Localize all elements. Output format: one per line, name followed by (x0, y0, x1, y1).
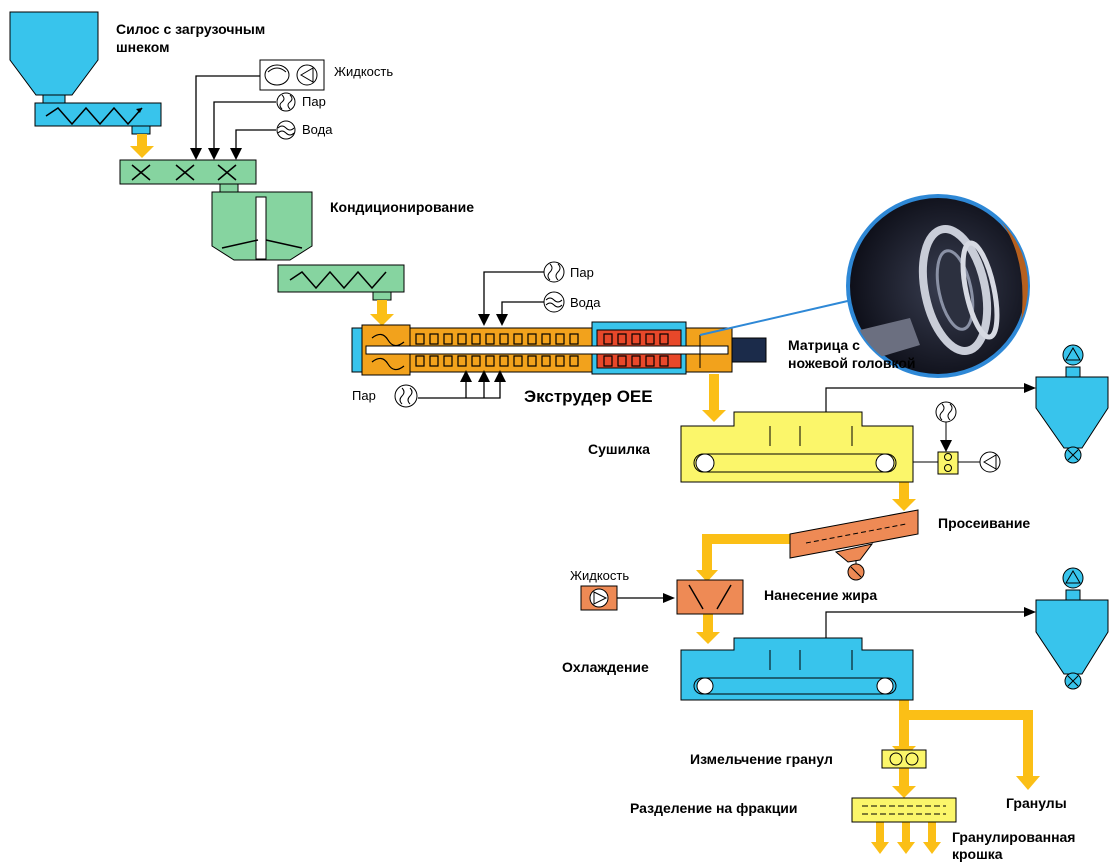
cyclone-top (1036, 345, 1108, 463)
water-top-label: Вода (302, 122, 333, 137)
pump-icon (297, 65, 317, 85)
cooler (681, 607, 1036, 700)
steam-top-label: Пар (302, 94, 326, 109)
liquid-top-label: Жидкость (334, 64, 393, 79)
steam-left-label: Пар (352, 388, 376, 403)
sifter (790, 510, 918, 580)
water-icon-top (277, 121, 295, 139)
steam-icon-left (395, 385, 417, 407)
fractionation-label: Разделение на фракции (630, 800, 798, 816)
mixer (120, 160, 256, 192)
steam-icon-extruder (544, 262, 564, 282)
heater-exchanger (938, 452, 958, 474)
die-label-line2: ножевой головкой (788, 355, 916, 371)
die-label-line1: Матрица с (788, 337, 860, 353)
water-extruder-label: Вода (570, 295, 601, 310)
fat-coating-label: Нанесение жира (764, 587, 877, 603)
fan-icon-dryer (980, 452, 1000, 472)
steam-icon-dryer (936, 402, 956, 422)
crumble-label-line1: Гранулированная (952, 829, 1075, 845)
steam-icon-top (277, 93, 295, 111)
crumble-label-line2: крошка (952, 846, 1003, 862)
extruder (352, 322, 766, 375)
grinding-label: Измельчение гранул (690, 751, 833, 767)
top-feed-arrowheads (190, 148, 242, 160)
sifting-label: Просеивание (938, 515, 1030, 531)
conditioning-label: Кондиционирование (330, 199, 474, 215)
fractionator (852, 798, 956, 822)
extruder-label: Экструдер OEE (524, 387, 653, 406)
liquid-bottom-label: Жидкость (570, 568, 629, 583)
cyclone-bottom (1036, 568, 1108, 689)
grinder (882, 750, 926, 768)
liquid-pump-top (260, 60, 324, 90)
silo-label-line1: Силос с загрузочным (116, 21, 265, 37)
liquid-pump-bottom (581, 586, 617, 610)
dryer-label: Сушилка (588, 441, 650, 457)
steam-extruder-label: Пар (570, 265, 594, 280)
cooling-label: Охлаждение (562, 659, 649, 675)
water-icon-extruder (544, 292, 564, 312)
granules-label: Гранулы (1006, 795, 1067, 811)
silo-label-line2: шнеком (116, 39, 169, 55)
fat-coater (617, 580, 743, 614)
